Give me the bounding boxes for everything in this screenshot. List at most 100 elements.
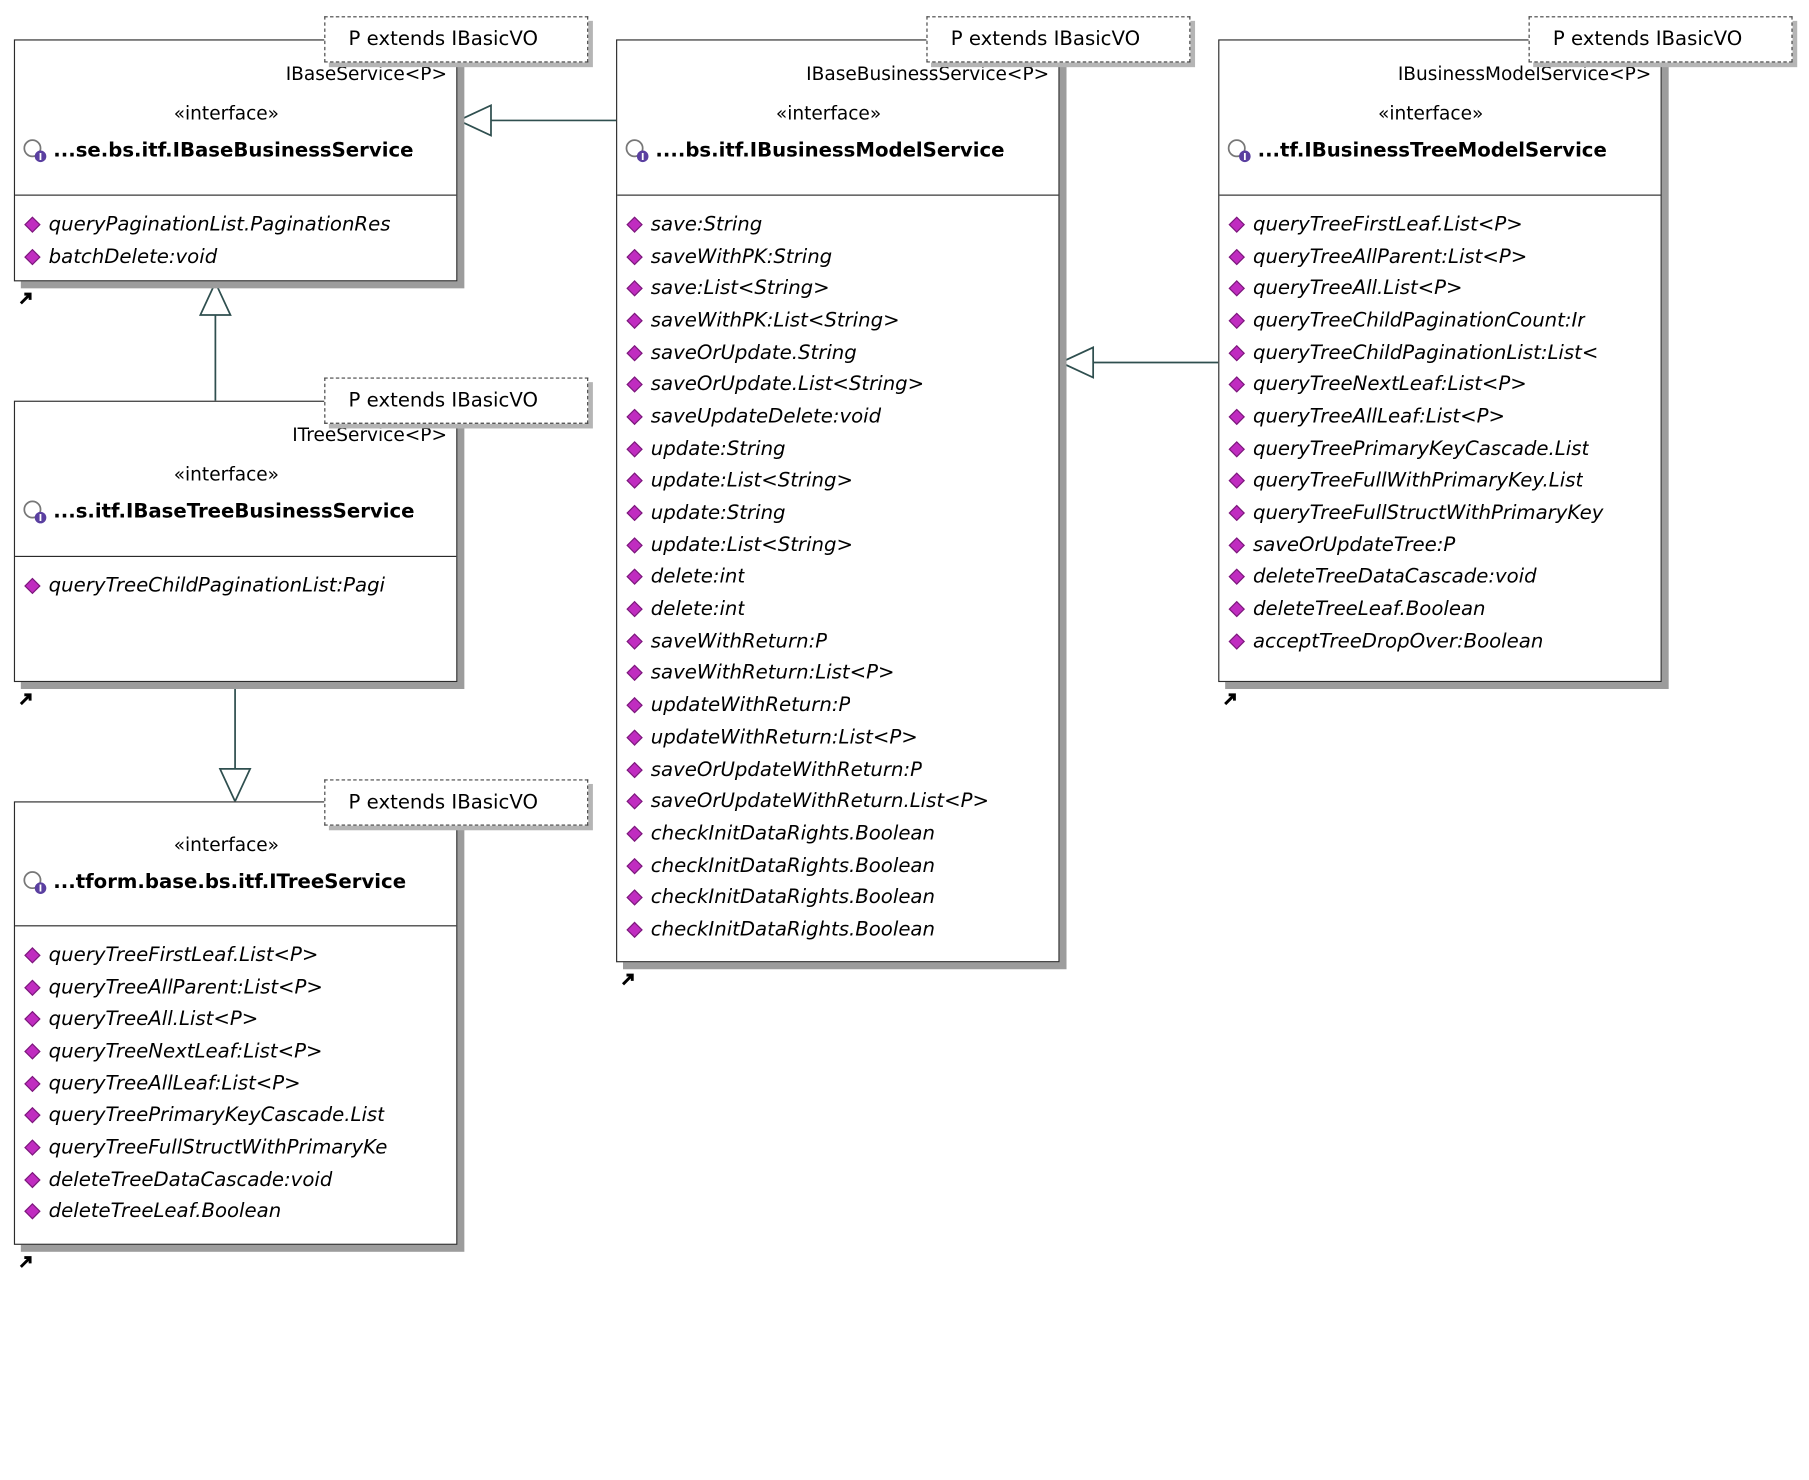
operation-diamond-icon [1228,601,1245,618]
operation-signature: queryTreeFullWithPrimaryKey.List [1252,469,1584,493]
template-parameter-box: P extends IBasicVO [324,779,589,826]
operation-item[interactable]: saveWithPK:String [617,241,1058,273]
operation-diamond-icon [1228,472,1245,490]
operation-diamond-icon [24,248,41,265]
operation-item[interactable]: saveWithReturn:List<P> [617,657,1058,689]
operation-item[interactable]: queryTreeAll.List<P> [1219,273,1660,305]
operation-item[interactable]: queryPaginationList.PaginationRes [15,208,456,240]
operation-diamond-icon [1228,312,1245,329]
svg-text:I: I [641,152,644,163]
class-box-ibusinessmodelservice[interactable]: IBaseBusinessService<P> «interface» I ..… [616,39,1060,963]
operation-item[interactable]: queryTreeFullStructWithPrimaryKey [1219,497,1660,529]
operation-diamond-icon [626,408,643,426]
operation-item[interactable]: saveWithPK:List<String> [617,305,1058,337]
operation-item[interactable]: checkInitDataRights.Boolean [617,850,1058,882]
operation-item[interactable]: saveOrUpdate.List<String> [617,369,1058,401]
operation-item[interactable]: queryTreeNextLeaf:List<P> [1219,369,1660,401]
operation-item[interactable]: queryTreeChildPaginationList:Pagi [15,570,456,602]
operation-signature: queryTreeChildPaginationList:List< [1252,341,1599,365]
class-box-ibasetreebusinessservice[interactable]: ITreeService<P> «interface» I ...s.itf.I… [13,400,458,683]
stereotype-label: «interface» [173,101,280,124]
operation-item[interactable]: queryTreeAllParent:List<P> [15,971,456,1003]
operation-signature: saveUpdateDelete:void [650,405,882,429]
template-parameter-text: P extends IBasicVO [950,27,1141,51]
operation-item[interactable]: queryTreePrimaryKeyCascade.List [1219,433,1660,465]
operation-item[interactable]: batchDelete:void [15,241,456,273]
operation-item[interactable]: updateWithReturn:List<P> [617,721,1058,753]
operation-signature: queryTreePrimaryKeyCascade.List [1252,437,1590,461]
operation-diamond-icon [626,504,643,522]
operation-item[interactable]: queryTreeAllLeaf:List<P> [1219,401,1660,433]
operation-item[interactable]: update:List<String> [617,529,1058,561]
operation-diamond-icon [626,216,643,233]
shortcut-arrow-icon [19,1256,32,1268]
operation-item[interactable]: queryTreeAllParent:List<P> [1219,241,1660,273]
operation-item[interactable]: delete:int [617,593,1058,625]
class-box-ibusinesstreemodelservice[interactable]: IBusinessModelService<P> «interface» I .… [1218,39,1662,683]
interface-class-icon: I [23,500,47,524]
operation-item[interactable]: deleteTreeLeaf.Boolean [15,1196,456,1228]
operation-item[interactable]: saveOrUpdateWithReturn.List<P> [617,786,1058,818]
operation-item[interactable]: acceptTreeDropOver:Boolean [1219,625,1660,657]
interface-class-icon: I [23,139,47,163]
generalization-arrowhead-2 [198,280,232,316]
operation-diamond-icon [626,344,643,361]
operation-item[interactable]: deleteTreeDataCascade:void [1219,561,1660,593]
operation-item[interactable]: deleteTreeLeaf.Boolean [1219,593,1660,625]
shortcut-arrow-icon [19,292,32,305]
operation-signature: queryTreeChildPaginationCount:Ir [1252,309,1586,333]
operation-item[interactable]: queryTreePrimaryKeyCascade.List [15,1099,456,1131]
generalization-arrowhead-4 [1058,346,1095,379]
operation-item[interactable]: update:List<String> [617,465,1058,497]
operation-item[interactable]: update:String [617,433,1058,465]
operation-diamond-icon [626,633,643,650]
operation-item[interactable]: queryTreeAllLeaf:List<P> [15,1067,456,1099]
operation-diamond-icon [24,1107,41,1124]
operation-item[interactable]: update:String [617,497,1058,529]
operation-item[interactable]: checkInitDataRights.Boolean [617,914,1058,946]
operation-diamond-icon [24,1139,41,1156]
operation-signature: saveOrUpdateWithReturn:P [650,757,922,782]
operation-diamond-icon [626,729,643,746]
operation-diamond-icon [1228,216,1245,233]
operation-item[interactable]: checkInitDataRights.Boolean [617,818,1058,850]
class-name-text: ...s.itf.IBaseTreeBusinessService [53,500,415,524]
operation-item[interactable]: saveOrUpdateWithReturn:P [617,753,1058,785]
operation-item[interactable]: saveOrUpdateTree:P [1219,529,1660,561]
operation-diamond-icon [626,312,643,329]
operation-diamond-icon [626,889,643,906]
operation-signature: queryTreeAllParent:List<P> [1252,244,1528,269]
operation-item[interactable]: updateWithReturn:P [617,689,1058,721]
svg-text:I: I [1243,152,1246,163]
operation-item[interactable]: checkInitDataRights.Boolean [617,882,1058,914]
operation-item[interactable]: queryTreeFullWithPrimaryKey.List [1219,465,1660,497]
class-box-ibasebusinessservice[interactable]: IBaseService<P> «interface» I ...se.bs.i… [13,39,458,282]
operation-item[interactable]: save:String [617,208,1058,240]
operation-signature: saveWithReturn:List<P> [650,661,895,685]
operation-item[interactable]: queryTreeFullStructWithPrimaryKe [15,1132,456,1164]
operation-item[interactable]: queryTreeFirstLeaf.List<P> [15,939,456,971]
operation-diamond-icon [1228,568,1245,586]
operation-item[interactable]: saveUpdateDelete:void [617,401,1058,433]
operation-item[interactable]: queryTreeFirstLeaf.List<P> [1219,208,1660,240]
operation-item[interactable]: deleteTreeDataCascade:void [15,1164,456,1196]
operation-item[interactable]: saveWithReturn:P [617,625,1058,657]
operation-item[interactable]: queryTreeChildPaginationCount:Ir [1219,305,1660,337]
operation-signature: update:String [650,501,786,525]
operation-item[interactable]: save:List<String> [617,273,1058,305]
operation-item[interactable]: queryTreeNextLeaf:List<P> [15,1035,456,1067]
operation-item[interactable]: queryTreeAll.List<P> [15,1003,456,1035]
operation-item[interactable]: queryTreeChildPaginationList:List< [1219,337,1660,369]
operation-signature: saveWithPK:String [650,244,833,269]
operation-item[interactable]: saveOrUpdate.String [617,337,1058,369]
operation-diamond-icon [1228,376,1245,393]
operation-diamond-icon [626,761,643,778]
class-box-itreeservice[interactable]: «interface» I ...tform.base.bs.itf.ITree… [13,801,458,1245]
operation-signature: queryPaginationList.PaginationRes [48,212,391,237]
relationship-lines [198,104,1219,804]
operation-signature: updateWithReturn:P [650,693,851,717]
operation-diamond-icon [1228,248,1245,265]
operation-diamond-icon [24,577,41,594]
operation-signature: saveOrUpdate.String [650,341,857,365]
operation-item[interactable]: delete:int [617,561,1058,593]
